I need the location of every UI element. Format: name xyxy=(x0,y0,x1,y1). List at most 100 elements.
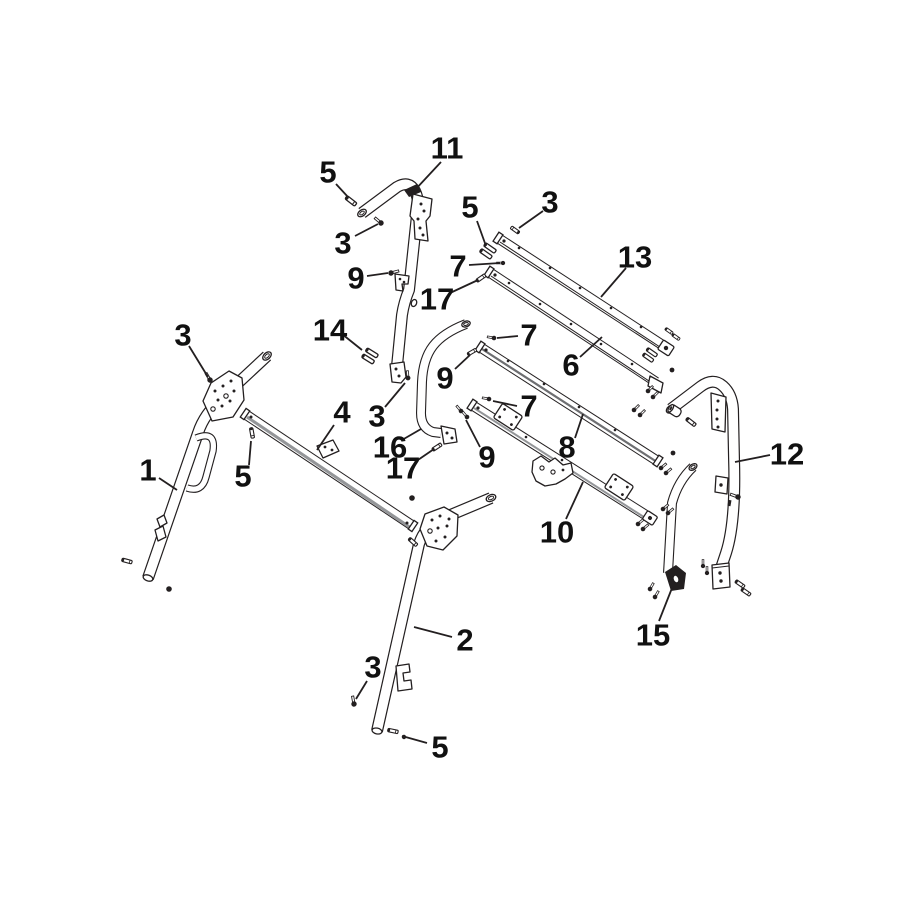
part-number-label: 5 xyxy=(234,459,251,494)
rail-end-tab xyxy=(647,375,664,394)
callout-5: 5 xyxy=(319,155,349,198)
callout-9: 9 xyxy=(465,419,496,475)
leader-line xyxy=(401,428,422,441)
leader-line xyxy=(354,223,379,237)
part-number-label: 7 xyxy=(520,318,537,353)
part-number-label: 1 xyxy=(139,453,156,488)
callout-10: 10 xyxy=(540,481,584,550)
leader-line xyxy=(413,626,453,638)
part-number-label: 9 xyxy=(436,361,453,396)
part-number-label: 12 xyxy=(770,437,804,472)
callout-7: 7 xyxy=(449,249,501,284)
leader-line xyxy=(158,477,178,491)
callout-5: 5 xyxy=(461,190,487,247)
lower-foot-bracket xyxy=(389,361,407,384)
callout-1: 1 xyxy=(139,453,178,491)
part-4-cross-bar xyxy=(239,407,419,533)
part-number-label: 11 xyxy=(431,131,464,166)
tube-open-end xyxy=(461,320,471,328)
callout-5: 5 xyxy=(401,730,449,765)
part-15-brace-tube xyxy=(646,462,698,601)
rail-end-block xyxy=(642,510,658,526)
mount-bracket xyxy=(710,392,727,433)
part-number-label: 17 xyxy=(420,282,454,317)
leader-line xyxy=(579,336,603,358)
part-number-label: 5 xyxy=(431,730,448,765)
leader-line xyxy=(341,333,363,351)
leader-line xyxy=(316,424,335,451)
callout-3: 3 xyxy=(368,382,406,434)
latch-tab xyxy=(156,514,168,528)
callout-3: 3 xyxy=(518,185,559,229)
leader-line xyxy=(248,440,252,466)
callout-13: 13 xyxy=(600,240,652,298)
leader-line xyxy=(574,413,584,439)
callout-17: 17 xyxy=(386,448,435,486)
part-8-rail xyxy=(474,340,664,468)
part-16-j-tube xyxy=(416,319,471,445)
callout-6: 6 xyxy=(562,336,603,383)
part-13-top-rail xyxy=(492,231,675,357)
mid-clip xyxy=(394,273,410,292)
part-number-label: 7 xyxy=(520,389,537,424)
mount-plate xyxy=(604,473,634,501)
leader-line xyxy=(384,382,406,408)
callout-15: 15 xyxy=(636,582,675,653)
leader-line xyxy=(565,481,584,520)
callout-9: 9 xyxy=(436,354,471,396)
callout-7: 7 xyxy=(492,389,538,424)
part-number-label: 9 xyxy=(478,440,495,475)
leader-line xyxy=(518,210,544,229)
part-number-label: 9 xyxy=(347,261,364,296)
callout-4: 4 xyxy=(316,395,351,451)
callout-17: 17 xyxy=(420,279,479,317)
part-number-label: 15 xyxy=(636,618,670,653)
end-bracket xyxy=(440,425,458,445)
leader-line xyxy=(449,279,479,294)
part-number-label: 3 xyxy=(368,399,385,434)
leader-line xyxy=(366,272,389,277)
tube-open-end xyxy=(357,208,367,218)
part-number-label: 3 xyxy=(541,185,558,220)
leader-line xyxy=(401,735,428,744)
side-tab xyxy=(410,298,418,308)
part-6-rail xyxy=(483,265,664,394)
part-number-label: 5 xyxy=(319,155,336,190)
part-number-label: 4 xyxy=(333,395,351,430)
part-number-label: 3 xyxy=(174,318,191,353)
leader-line xyxy=(476,220,487,247)
callout-7: 7 xyxy=(496,318,538,353)
upper-mount-bracket xyxy=(409,193,433,242)
tube-open-end xyxy=(262,351,272,361)
rail-end-block xyxy=(657,339,675,357)
callout-8: 8 xyxy=(558,413,584,465)
part-number-label: 10 xyxy=(540,515,574,550)
callout-2: 2 xyxy=(413,623,474,658)
part-number-label: 3 xyxy=(334,226,351,261)
part-number-label: 2 xyxy=(456,623,473,658)
leader-line xyxy=(658,582,675,622)
callout-3: 3 xyxy=(355,650,382,700)
tube-open-end xyxy=(485,493,497,503)
leader-line xyxy=(734,454,771,463)
callout-11: 11 xyxy=(413,131,464,192)
leader-line xyxy=(335,183,349,198)
tube-spacer xyxy=(667,403,682,418)
part-number-label: 17 xyxy=(386,451,420,486)
part-number-label: 7 xyxy=(449,249,466,284)
tube-open-end xyxy=(688,462,698,472)
leader-line xyxy=(600,267,627,298)
part-number-label: 8 xyxy=(558,430,575,465)
callout-3: 3 xyxy=(334,223,379,261)
part-number-label: 16 xyxy=(373,430,407,465)
part-number-label: 3 xyxy=(364,650,381,685)
callout-9: 9 xyxy=(347,261,389,296)
leader-line xyxy=(468,262,501,266)
mid-bracket xyxy=(316,439,340,459)
callout-16: 16 xyxy=(373,428,422,465)
part-11-center-tube-and-bracket xyxy=(357,178,433,384)
callout-3: 3 xyxy=(174,318,209,378)
